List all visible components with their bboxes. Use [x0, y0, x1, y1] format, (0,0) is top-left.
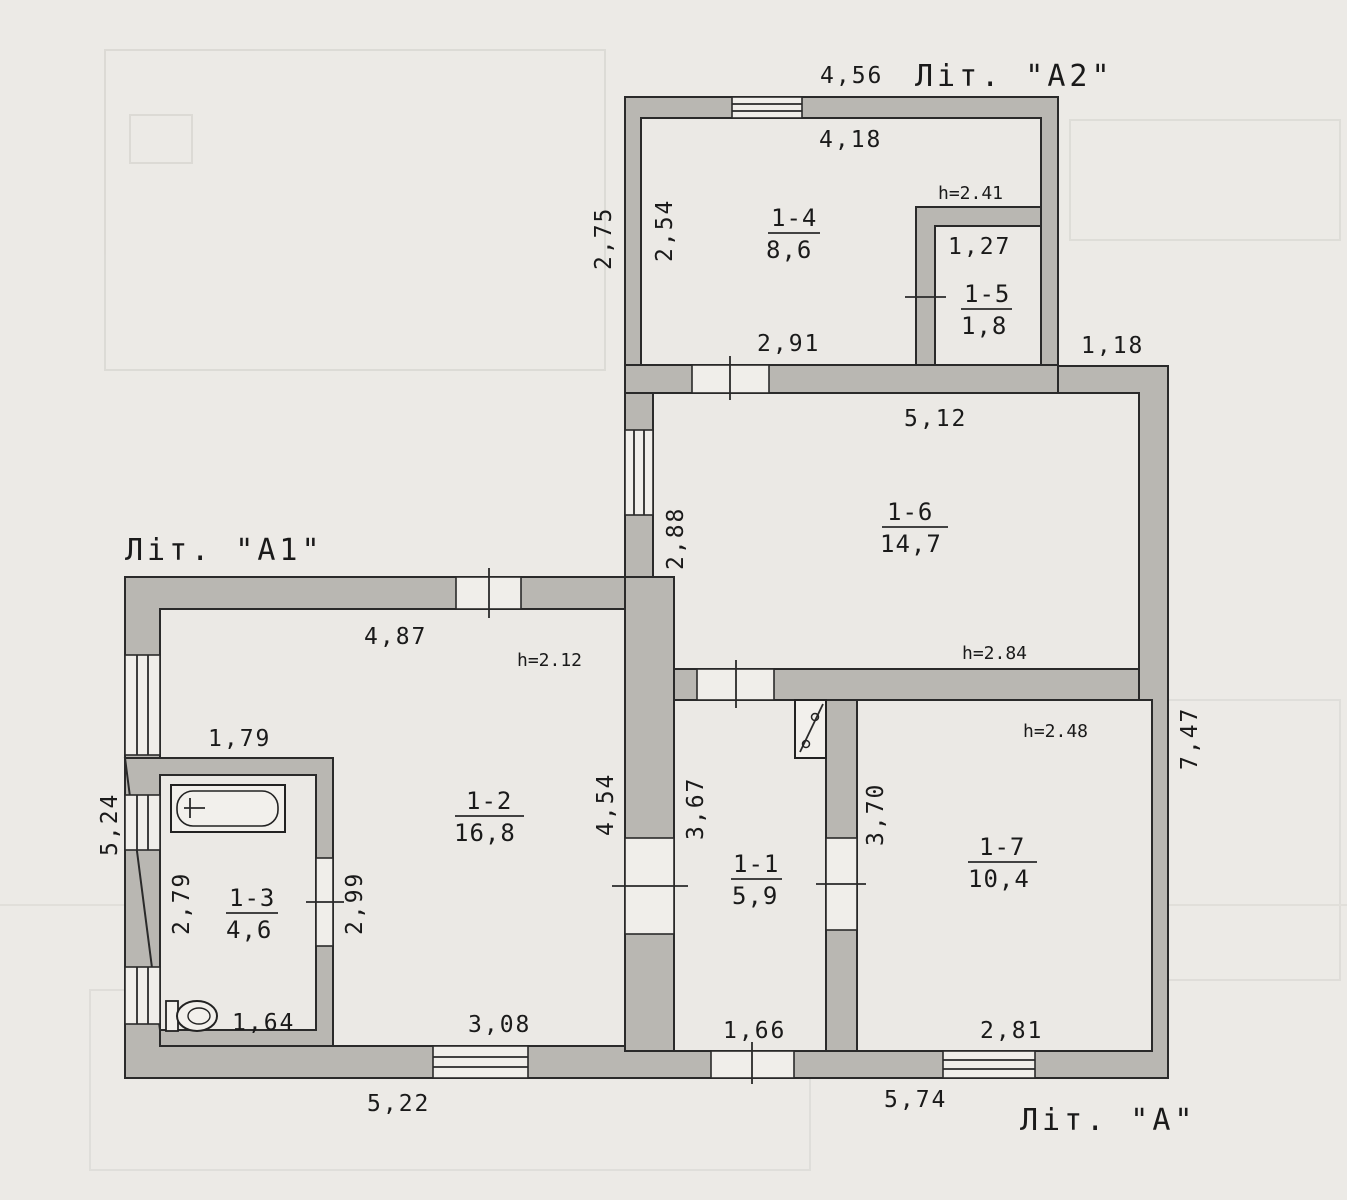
door-1-1-1-7 [816, 837, 866, 931]
dim-room-1-1-height: 3,67 [683, 777, 709, 840]
room-area: 10,4 [968, 865, 1030, 893]
room-number: 1-6 [887, 498, 933, 526]
doors [306, 296, 946, 1084]
room-area: 8,6 [766, 236, 812, 264]
door-1-2-top [455, 568, 522, 618]
dim-room-1-3-outer-height: 2,99 [342, 872, 368, 935]
windows [124, 96, 1036, 1079]
room-number: 1-5 [964, 280, 1010, 308]
room-label-1-5: 1-5 1,8 [961, 280, 1012, 340]
dim-room-1-6-height: 2,88 [663, 507, 689, 570]
window-1-6-left [624, 429, 654, 516]
dim-room-1-7-width: 2,81 [980, 1018, 1043, 1044]
wall-a2-a-joint [624, 364, 1059, 394]
dim-a2-right-step: 1,18 [1081, 333, 1144, 359]
window-1-2-left [124, 654, 161, 756]
wall-a-left [624, 576, 675, 1052]
lit-a-title: Літ. "А" [1020, 1103, 1197, 1138]
door-1-4-1-6 [691, 356, 770, 400]
dim-room-1-7-height: 3,70 [863, 783, 889, 846]
dim-room-1-5-width: 1,27 [948, 234, 1011, 260]
window-1-7-bottom [942, 1050, 1036, 1079]
dim-room-1-2-bottom: 3,08 [468, 1012, 531, 1038]
bathtub-icon [170, 784, 286, 833]
dim-a-left-wall: 4,54 [593, 773, 619, 836]
window-1-2-bottom [432, 1045, 529, 1079]
toilet-icon [165, 1000, 218, 1032]
lit-a2-title: Літ. "А2" [915, 59, 1114, 94]
floor-room-1-6 [652, 392, 1140, 670]
room-area: 1,8 [961, 312, 1007, 340]
room-label-1-1: 1-1 5,9 [731, 850, 782, 910]
dim-room-1-1-width: 1,66 [723, 1018, 786, 1044]
floor-room-1-5 [934, 225, 1042, 366]
height-room-1-7: h=2.48 [1023, 721, 1088, 742]
dim-a1-outer-left: 5,24 [97, 793, 123, 856]
dim-room-1-3-width: 1,79 [208, 726, 271, 752]
height-a2: h=2.41 [938, 183, 1003, 204]
dim-a-outer-bottom: 5,74 [884, 1087, 947, 1113]
dim-room-1-3-inner-height: 2,79 [169, 872, 195, 935]
room-number: 1-2 [466, 787, 512, 815]
door-1-6-1-1 [696, 660, 775, 708]
room-area: 14,7 [880, 530, 942, 558]
walls [123, 96, 1169, 1079]
dim-room-1-2-width: 4,87 [364, 624, 427, 650]
room-label-1-4: 1-4 8,6 [766, 204, 820, 264]
dim-room-1-3-bottom: 1,64 [232, 1010, 295, 1036]
room-number: 1-1 [733, 850, 779, 878]
room-label-1-3: 1-3 4,6 [226, 884, 278, 944]
dim-room-1-6-width: 5,12 [904, 406, 967, 432]
lit-a1-title: Літ. "А1" [125, 533, 324, 568]
room-area: 5,9 [732, 882, 778, 910]
room-number: 1-3 [229, 884, 275, 912]
room-number: 1-7 [979, 833, 1025, 861]
dim-a2-outer-left: 2,75 [591, 207, 617, 270]
dim-a2-outer-top: 4,56 [820, 63, 883, 89]
door-1-1-entrance [710, 1042, 795, 1084]
dim-a1-outer-bottom: 5,22 [367, 1091, 430, 1117]
room-area: 16,8 [454, 819, 516, 847]
room-number: 1-4 [771, 204, 817, 232]
room-area: 4,6 [226, 916, 272, 944]
room-label-1-7: 1-7 10,4 [968, 833, 1037, 893]
dim-a-outer-right: 7,47 [1177, 707, 1203, 770]
height-room-1-6: h=2.84 [962, 643, 1027, 664]
window-1-3-left-top [124, 794, 161, 851]
height-a1: h=2.12 [517, 650, 582, 671]
room-label-1-6: 1-6 14,7 [880, 498, 948, 558]
dim-a2-bottom: 2,91 [757, 331, 820, 357]
door-1-2-1-1 [612, 837, 688, 935]
stove-icon [794, 699, 827, 759]
dim-a2-inner-top: 4,18 [819, 127, 882, 153]
room-label-1-2: 1-2 16,8 [454, 787, 524, 847]
dim-a2-inner-left: 2,54 [652, 199, 678, 262]
door-1-2-1-3 [306, 857, 344, 947]
window-1-3-left-bottom [124, 966, 161, 1025]
window-a2-top [731, 96, 803, 119]
